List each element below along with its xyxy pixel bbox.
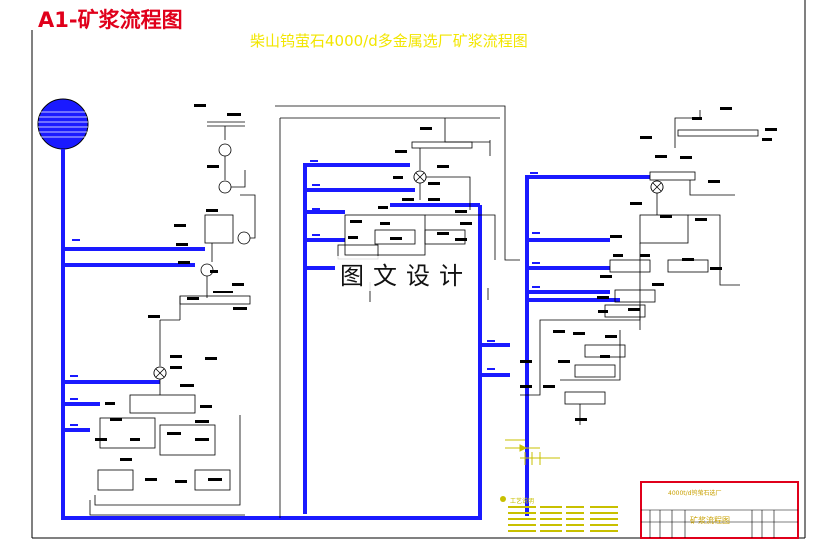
notes-title: 工艺说明 — [510, 498, 535, 505]
legend-arrow-icon — [505, 439, 560, 465]
section-1-equipment — [89, 117, 500, 518]
drawing-title: 柴山钨萤石4000/d多金属选厂矿浆流程图 — [250, 32, 528, 50]
feed-tank-icon — [37, 98, 89, 150]
equipment-tags — [70, 104, 777, 483]
watermark: 图文设计 — [336, 256, 476, 291]
process-notes — [500, 496, 618, 532]
main-pipelines — [61, 149, 650, 520]
page-title: A1-矿浆流程图 — [38, 8, 183, 32]
title-block — [640, 481, 799, 539]
title-block-drawing-name: 矿浆流程图 — [690, 516, 730, 525]
title-block-project-name: 4000t/d钨萤石选厂 — [668, 490, 722, 497]
mixer-icon — [153, 170, 664, 380]
